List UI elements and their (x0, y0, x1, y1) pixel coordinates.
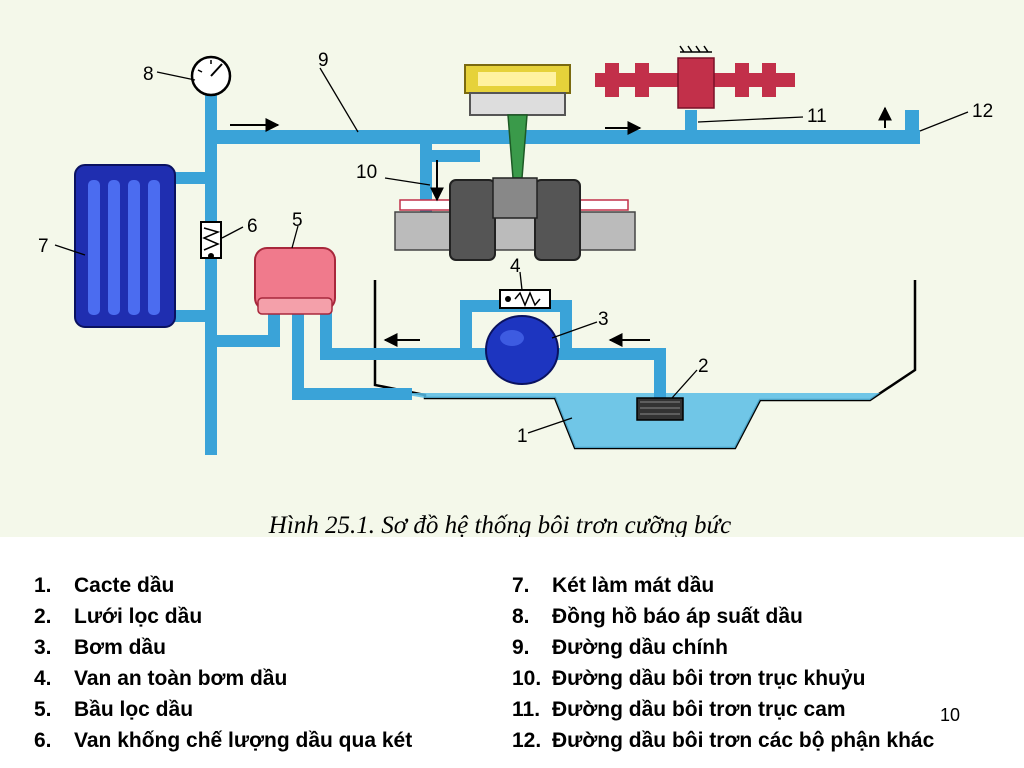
relief-valve-icon (499, 289, 551, 309)
pressure-gauge-icon (190, 55, 232, 132)
diagram-caption: Hình 25.1. Sơ đồ hệ thống bôi trơn cưỡng… (268, 512, 731, 537)
legend-item: 9. Đường dầu chính (512, 632, 934, 663)
legend-text: Đường dầu bôi trơn các bộ phận khác (552, 729, 935, 752)
flow-arrows (230, 106, 892, 347)
legend-number: 2. (34, 605, 52, 628)
oil-cooler-icon (74, 164, 176, 328)
piston-icon (464, 64, 571, 179)
callout-4: 4 (510, 256, 521, 277)
leader-lines (54, 67, 969, 434)
page-number: 10 (940, 705, 961, 725)
legend-item: 2. Lưới lọc dầu (34, 601, 412, 632)
legend-text: Cacte dầu (74, 574, 175, 597)
legend-item: 12. Đường dầu bôi trơn các bộ phận khác (512, 725, 934, 756)
legend-text: Đường dầu bôi trơn trục cam (552, 698, 846, 721)
legend-item: 10. Đường dầu bôi trơn trục khuỷu (512, 663, 934, 694)
callout-11: 11 (807, 106, 827, 127)
callout-12: 12 (972, 101, 993, 122)
legend-item: 3. Bơm dầu (34, 632, 412, 663)
oil-strainer-icon (636, 397, 684, 421)
crankshaft-icon (394, 177, 636, 261)
legend-text: Bầu lọc dầu (74, 698, 194, 721)
legend-item: 6. Van khống chế lượng dầu qua két (34, 725, 412, 756)
legend-number: 8. (512, 605, 530, 628)
legend-number: 10. (512, 667, 542, 690)
callout-1: 1 (517, 426, 528, 447)
legend-item: 4. Van an toàn bơm dầu (34, 663, 412, 694)
legend-number: 11. (512, 698, 541, 721)
callout-10: 10 (356, 162, 377, 183)
legend-item: 7. Két làm mát dầu (512, 570, 934, 601)
legend-number: 7. (512, 574, 530, 597)
oil-pump-icon (485, 315, 559, 385)
control-valve-icon (200, 221, 222, 259)
feed-pipes (172, 95, 697, 403)
callout-6: 6 (247, 216, 258, 237)
legend-number: 4. (34, 667, 52, 690)
legend-number: 3. (34, 636, 52, 659)
callout-2: 2 (698, 356, 709, 377)
legend-right: 7. Két làm mát dầu 8. Đồng hồ báo áp suất … (512, 570, 934, 756)
legend-item: 8. Đồng hồ báo áp suất dầu (512, 601, 934, 632)
legend-text: Lưới lọc dầu (74, 605, 203, 628)
legend-item: 1. Cacte dầu (34, 570, 412, 601)
legend-text: Két làm mát dầu (552, 574, 715, 597)
lubrication-diagram: 1 2 3 4 5 6 7 8 9 10 11 12 Hình 25.1. Sơ… (0, 0, 1024, 537)
legend-number: 1. (34, 574, 52, 597)
legend-number: 12. (512, 729, 542, 752)
legend-text: Đường dầu bôi trơn trục khuỷu (552, 667, 866, 690)
legend-item: 11. Đường dầu bôi trơn trục cam (512, 694, 934, 725)
camshaft-icon (595, 45, 795, 109)
legend-item: 5. Bầu lọc dầu (34, 694, 412, 725)
oil-filter-icon (254, 247, 336, 315)
callout-5: 5 (292, 210, 303, 231)
callout-7: 7 (38, 236, 49, 257)
legend-text: Đường dầu chính (552, 636, 728, 659)
legend-text: Van khống chế lượng dầu qua két (74, 729, 413, 752)
legend-number: 6. (34, 729, 52, 752)
legend-left: 1. Cacte dầu 2. Lưới lọc dầu 3. Bơm dầu 4. V… (34, 570, 412, 756)
legend-text: Van an toàn bơm dầu (74, 667, 288, 690)
callout-8: 8 (143, 64, 154, 85)
legend-number: 9. (512, 636, 530, 659)
legend-text: Đồng hồ báo áp suất dầu (552, 605, 803, 628)
callout-9: 9 (318, 50, 329, 71)
legend-text: Bơm dầu (74, 636, 166, 659)
legend-number: 5. (34, 698, 52, 721)
callout-3: 3 (598, 309, 609, 330)
